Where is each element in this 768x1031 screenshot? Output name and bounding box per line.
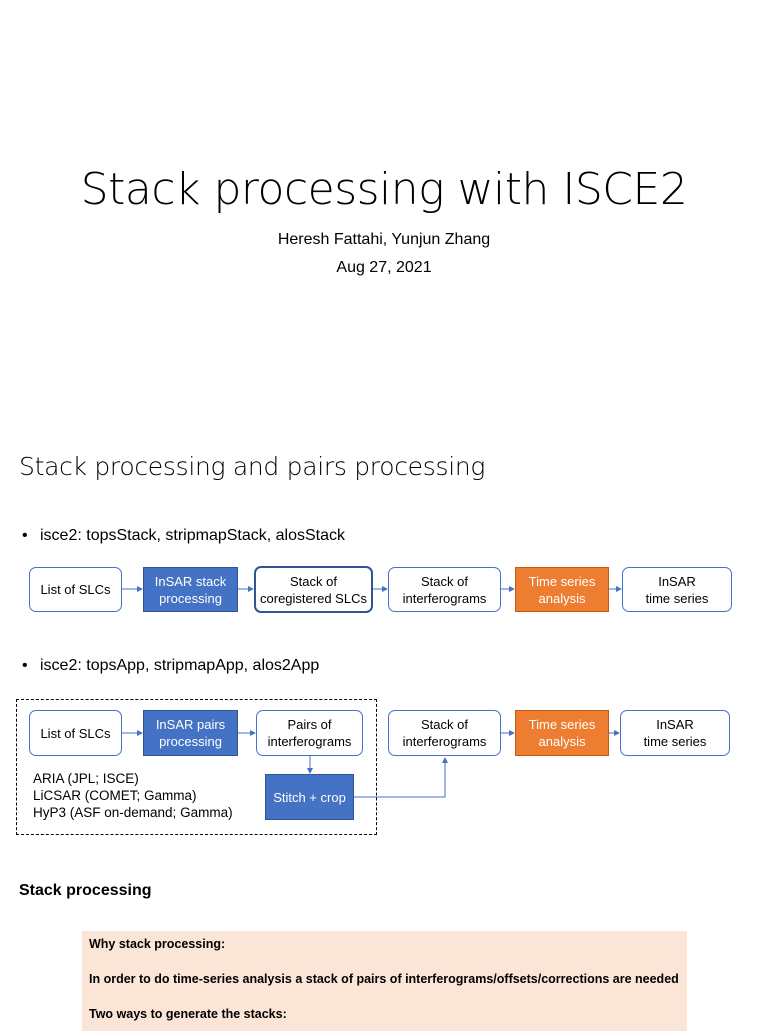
box-list-of-slcs: List of SLCs xyxy=(29,567,122,612)
provider-aria: ARIA (JPL; ISCE) xyxy=(33,771,139,786)
info-line-2: Two ways to generate the stacks: xyxy=(89,1007,287,1021)
box-stack-coregistered-slcs: Stack of coregistered SLCs xyxy=(254,566,373,613)
bullet-text: isce2: topsApp, stripmapApp, alos2App xyxy=(40,657,320,674)
bullet-text: isce2: topsStack, stripmapStack, alosSta… xyxy=(40,527,346,544)
authors: Heresh Fattahi, Yunjun Zhang xyxy=(277,231,491,248)
box-stack-of-interferograms: Stack of interferograms xyxy=(388,710,501,756)
slide-title: Stack processing with ISCE2 xyxy=(80,164,688,215)
box-insar-stack-processing: InSAR stack processing xyxy=(143,567,238,612)
pairs-processing-group xyxy=(16,699,377,835)
box-insar-time-series: InSAR time series xyxy=(622,567,732,612)
box-stack-of-interferograms: Stack of interferograms xyxy=(388,567,501,612)
box-time-series-analysis: Time series analysis xyxy=(515,710,609,756)
provider-hyp3: HyP3 (ASF on-demand; Gamma) xyxy=(33,805,233,820)
why-heading: Why stack processing: xyxy=(89,937,226,951)
bullet-dot: • xyxy=(22,527,28,544)
stack-processing-heading: Stack processing xyxy=(19,882,152,899)
section-title: Stack processing and pairs processing xyxy=(19,452,486,481)
bullet-dot: • xyxy=(22,657,28,674)
bullet-pair-tools: • isce2: topsApp, stripmapApp, alos2App xyxy=(22,657,319,675)
box-stitch-crop: Stitch + crop xyxy=(265,774,354,820)
info-line-1: In order to do time-series analysis a st… xyxy=(89,972,679,986)
box-time-series-analysis: Time series analysis xyxy=(515,567,609,612)
box-insar-time-series: InSAR time series xyxy=(620,710,730,756)
box-pairs-of-interferograms: Pairs of interferograms xyxy=(256,710,363,756)
box-insar-pairs-processing: InSAR pairs processing xyxy=(143,710,238,756)
info-box: Why stack processing: In order to do tim… xyxy=(82,931,687,1031)
box-list-of-slcs: List of SLCs xyxy=(29,710,122,756)
date: Aug 27, 2021 xyxy=(336,259,432,276)
provider-licsar: LiCSAR (COMET; Gamma) xyxy=(33,788,197,803)
bullet-stack-tools: • isce2: topsStack, stripmapStack, alosSt… xyxy=(22,527,345,545)
provider-list: ARIA (JPL; ISCE) LiCSAR (COMET; Gamma) H… xyxy=(33,770,233,821)
